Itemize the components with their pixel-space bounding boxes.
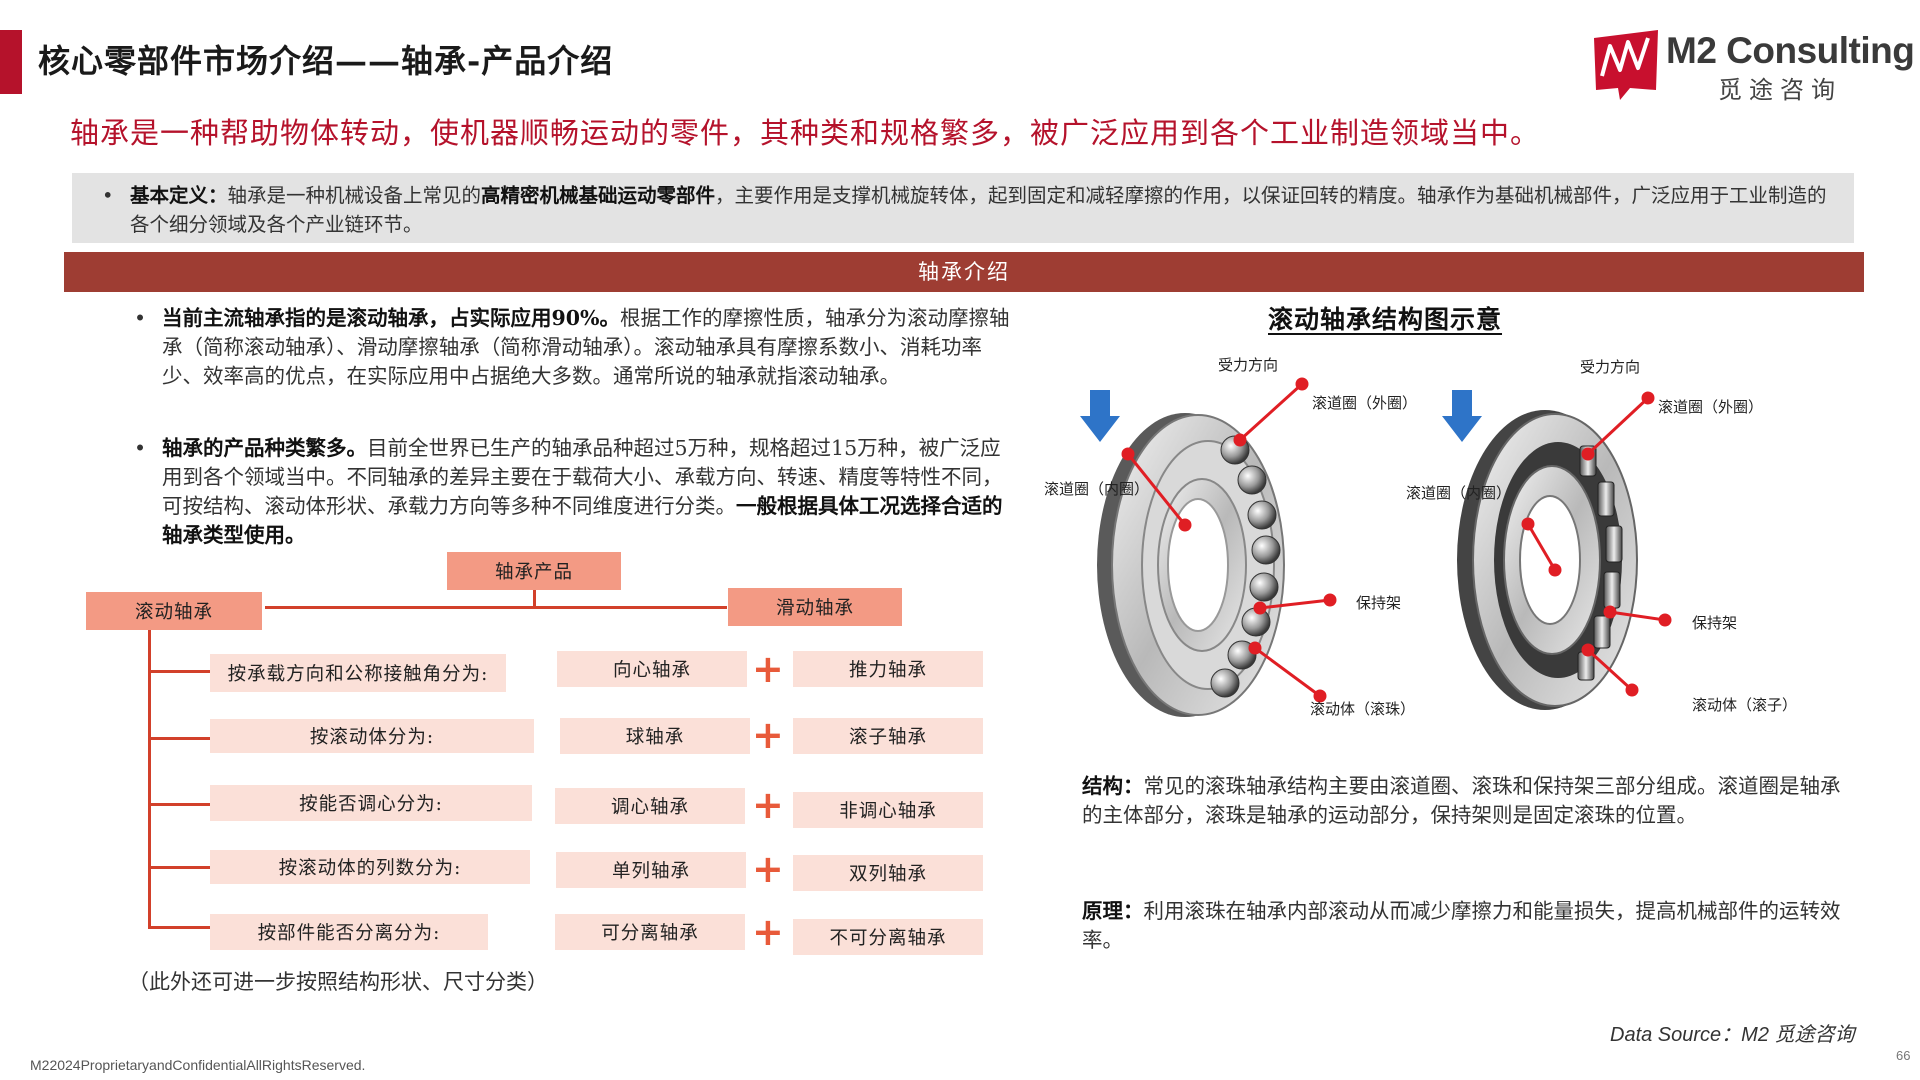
- plus-icon: +: [752, 910, 784, 954]
- type-thrust-bearing: 推力轴承: [793, 651, 983, 687]
- ball-bearing-image: 受力方向 滚道圈（外圈） 滚道圈（内圈） 保持架 滚动体（滚珠）: [1044, 356, 1417, 718]
- page-subtitle: 轴承是一种帮助物体转动，使机器顺畅运动的零件，其种类和规格繁多，被广泛应用到各个…: [70, 116, 1541, 150]
- paragraph-1-text: 根据工作的摩擦性质，轴承分为滚动摩擦轴承（简称滚动轴承）、滑动摩擦轴承（简称滑动…: [162, 306, 1010, 388]
- paragraph-1-bold: 当前主流轴承指的是滚动轴承，占实际应用90%。: [162, 306, 621, 330]
- logo-name: M2 Consulting: [1666, 30, 1915, 71]
- type-separable-bearing: 可分离轴承: [555, 914, 745, 950]
- tree-connector: [265, 606, 727, 609]
- bearing-structure-diagram: 受力方向 滚道圈（外圈） 滚道圈（内圈） 保持架 滚动体（滚珠） 受力方向 滚道…: [1044, 356, 1797, 718]
- m2-logo-icon: [1594, 30, 1658, 100]
- definition-bold: 高精密机械基础运动零部件: [481, 184, 716, 207]
- type-single-row-bearing: 单列轴承: [556, 852, 746, 888]
- section-header: 轴承介绍: [64, 252, 1864, 292]
- data-source: Data Source：M2 觅途咨询: [1610, 1024, 1855, 1046]
- label-force-direction: 受力方向: [1580, 358, 1640, 376]
- diagram-title: 滚动轴承结构图示意: [1268, 305, 1503, 334]
- tree-node-sliding-bearing: 滑动轴承: [728, 588, 902, 626]
- definition-box: [72, 173, 1854, 243]
- plus-icon: +: [752, 647, 784, 691]
- paragraph-2-text: 目前全世界已生产的轴承品种超过5万种，规格超过15万种，被广泛应用到各个领域当中…: [162, 436, 1003, 518]
- title-accent-bar: [0, 30, 22, 94]
- tree-connector: [148, 866, 210, 869]
- definition-text: • 基本定义：轴承是一种机械设备上常见的高精密机械基础运动零部件，主要作用是支撑…: [102, 181, 1830, 239]
- tree-connector: [533, 590, 536, 607]
- tree-root-bearing-products: 轴承产品: [447, 552, 621, 590]
- principle-text: 利用滚珠在轴承内部滚动从而减少摩擦力和能量损失，提高机械部件的运转效率。: [1082, 899, 1841, 952]
- label-inner-ring: 滚道圈（内圈）: [1406, 484, 1511, 502]
- criterion-rows: 按滚动体的列数分为:: [210, 850, 530, 884]
- footer-copyright: M22024ProprietaryandConfidentialAllRight…: [30, 1057, 366, 1073]
- type-non-separable-bearing: 不可分离轴承: [793, 919, 983, 955]
- bullet: •: [102, 184, 114, 207]
- type-ball-bearing: 球轴承: [560, 718, 750, 754]
- principle-label: 原理：: [1082, 899, 1144, 923]
- type-double-row-bearing: 双列轴承: [793, 855, 983, 891]
- paragraph-2-bold-end: 一般根据具体工况选择合适的轴承类型使用。: [162, 494, 1003, 547]
- label-force-direction: 受力方向: [1218, 356, 1278, 374]
- criterion-load-direction: 按承载方向和公称接触角分为:: [210, 654, 506, 692]
- principle-description: 原理：利用滚珠在轴承内部滚动从而减少摩擦力和能量损失，提高机械部件的运转效率。: [1082, 897, 1852, 955]
- structure-description: 结构：常见的滚珠轴承结构主要由滚道圈、滚珠和保持架三部分组成。滚道圈是轴承的主体…: [1082, 772, 1852, 830]
- label-rolling-element-ball: 滚动体（滚珠）: [1310, 700, 1415, 718]
- criterion-rolling-element: 按滚动体分为:: [210, 719, 534, 753]
- type-self-aligning-bearing: 调心轴承: [555, 788, 745, 824]
- tree-connector: [148, 670, 210, 673]
- tree-connector: [148, 926, 210, 929]
- paragraph-rolling-bearing: • 当前主流轴承指的是滚动轴承，占实际应用90%。根据工作的摩擦性质，轴承分为滚…: [134, 304, 1010, 391]
- label-inner-ring: 滚道圈（内圈）: [1044, 480, 1149, 498]
- logo-subtitle: 觅途咨询: [1718, 76, 1842, 104]
- bullet: •: [134, 436, 147, 460]
- classification-note: （此外还可进一步按照结构形状、尺寸分类）: [128, 970, 548, 994]
- page-number: 66: [1896, 1048, 1911, 1063]
- label-rolling-element-roller: 滚动体（滚子）: [1692, 696, 1797, 714]
- definition-label: 基本定义：: [130, 184, 228, 207]
- structure-text: 常见的滚珠轴承结构主要由滚道圈、滚珠和保持架三部分组成。滚道圈是轴承的主体部分，…: [1082, 774, 1841, 827]
- criterion-separable: 按部件能否分离分为:: [210, 914, 488, 950]
- tree-connector: [148, 803, 210, 806]
- tree-connector: [148, 737, 210, 740]
- plus-icon: +: [752, 713, 784, 757]
- label-outer-ring: 滚道圈（外圈）: [1658, 398, 1763, 416]
- bullet: •: [134, 306, 147, 330]
- type-roller-bearing: 滚子轴承: [793, 718, 983, 754]
- paragraph-product-variety: • 轴承的产品种类繁多。目前全世界已生产的轴承品种超过5万种，规格超过15万种，…: [134, 434, 1010, 550]
- plus-icon: +: [752, 783, 784, 827]
- tree-connector: [148, 622, 151, 928]
- label-cage: 保持架: [1692, 614, 1737, 632]
- page-title: 核心零部件市场介绍——轴承-产品介绍: [38, 42, 614, 80]
- definition-text-before: 轴承是一种机械设备上常见的: [227, 184, 482, 207]
- label-outer-ring: 滚道圈（外圈）: [1312, 394, 1417, 412]
- type-non-self-aligning-bearing: 非调心轴承: [793, 792, 983, 828]
- criterion-self-aligning: 按能否调心分为:: [210, 785, 532, 821]
- roller-bearing-image: 受力方向 滚道圈（外圈） 滚道圈（内圈） 保持架 滚动体（滚子）: [1406, 358, 1797, 714]
- definition-text-after: ，主要作用是支撑机械旋转体，起到固定和减轻摩擦的作用，以保证回转的精度。轴承作为…: [130, 184, 1827, 236]
- plus-icon: +: [752, 847, 784, 891]
- label-cage: 保持架: [1356, 594, 1401, 612]
- structure-label: 结构：: [1082, 774, 1144, 798]
- tree-node-rolling-bearing: 滚动轴承: [86, 592, 262, 630]
- type-radial-bearing: 向心轴承: [557, 651, 747, 687]
- paragraph-2-bold: 轴承的产品种类繁多。: [162, 436, 367, 460]
